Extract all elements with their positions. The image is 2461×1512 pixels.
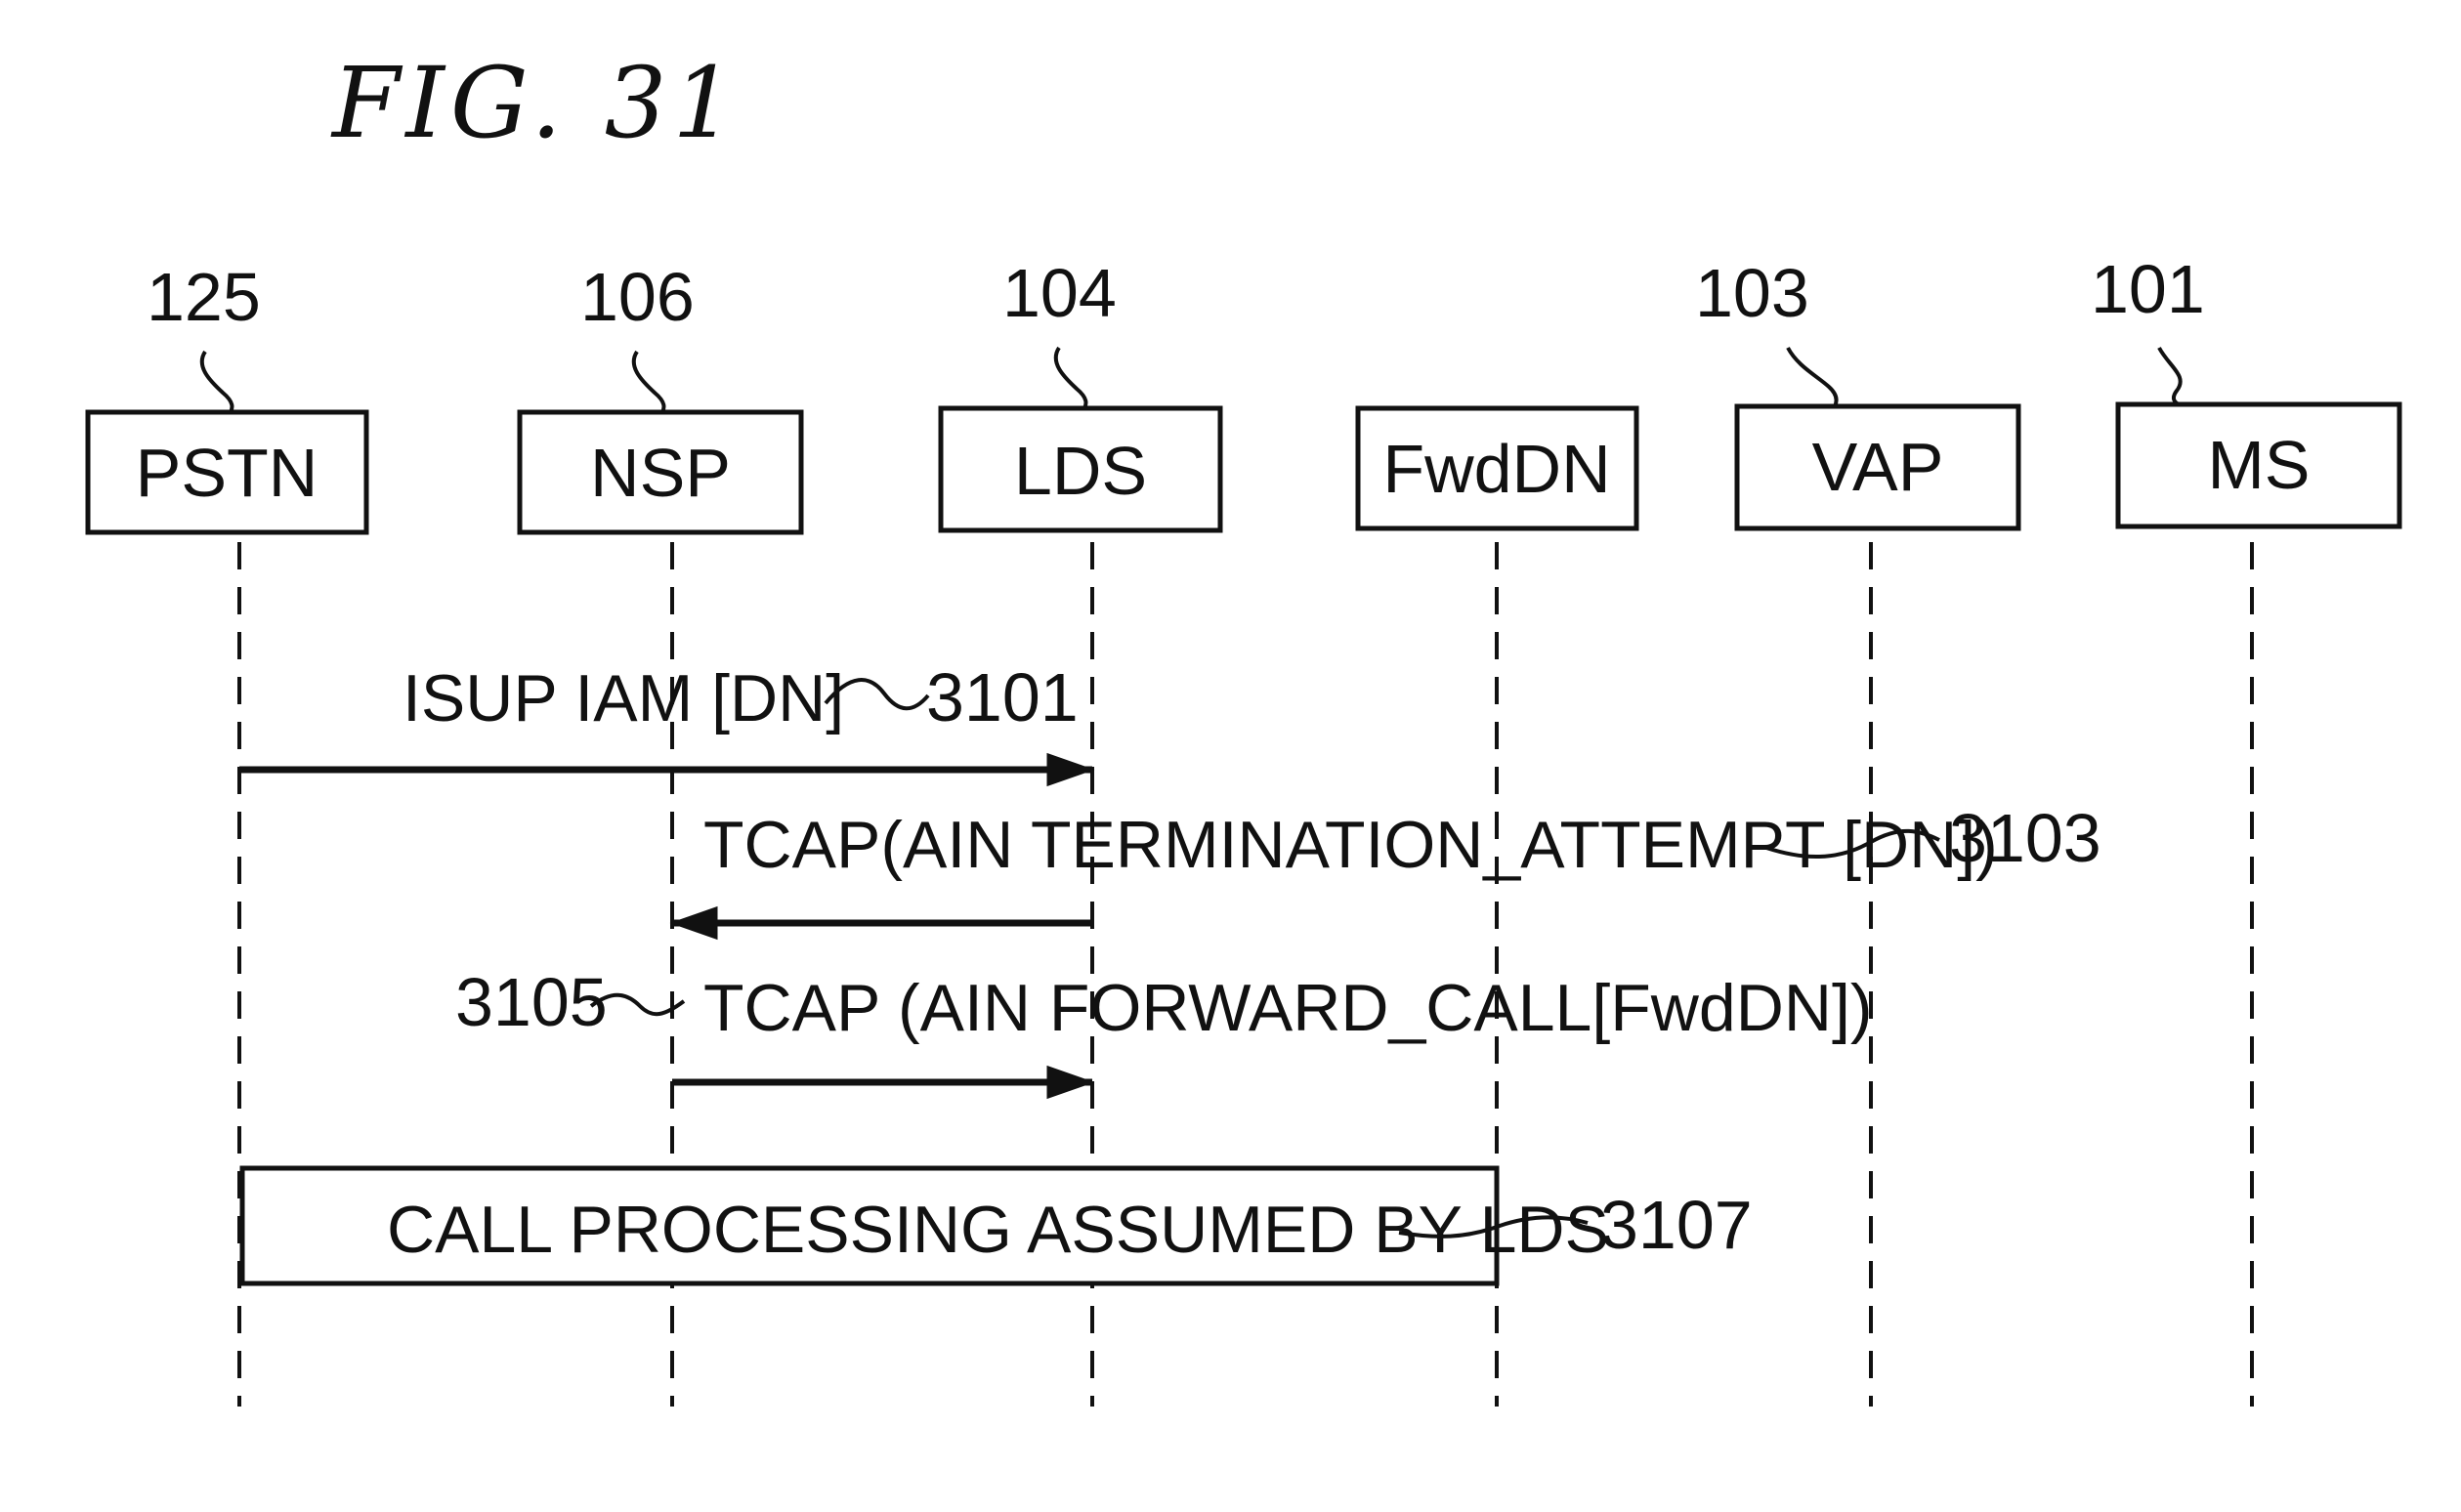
entity-label-lds: LDS [1014, 433, 1147, 509]
entity-ref-pstn: 125 [147, 259, 261, 335]
entity-label-pstn: PSTN [136, 435, 318, 511]
entity-leader-nsp [634, 352, 664, 412]
entity-ref-nsp: 106 [580, 259, 695, 335]
entity-leader-pstn [202, 352, 233, 412]
entity-leader-ms [2159, 348, 2181, 404]
process-box-text: CALL PROCESSING ASSUMED BY LDS [387, 1193, 1609, 1267]
entity-label-fwddn: FwdDN [1382, 431, 1610, 507]
entity-ref-vap: 103 [1695, 255, 1809, 331]
message-text-isup-iam: ISUP IAM [DN] [403, 661, 844, 735]
entity-ref-ms: 101 [2091, 251, 2205, 327]
entity-label-nsp: NSP [590, 435, 731, 511]
entity-ref-lds: 104 [1002, 255, 1117, 331]
figure-title: FIG. 31 [330, 46, 741, 160]
entity-leader-lds [1056, 348, 1086, 408]
message-ref-3103: 3103 [1949, 800, 2101, 876]
entity-label-ms: MS [2208, 427, 2311, 503]
message-text-forward-call: TCAP (AIN FORWARD_CALL[FwdDN]) [703, 971, 1872, 1045]
entity-leader-vap [1788, 348, 1837, 406]
message-ref-3101: 3101 [926, 659, 1079, 735]
process-box-ref: 3107 [1600, 1187, 1753, 1263]
message-text-termination-attempt: TCAP(AIN TERMINATION_ATTEMPT [DN]) [703, 808, 1998, 882]
entity-label-vap: VAP [1812, 429, 1944, 505]
message-ref-3105: 3105 [455, 964, 608, 1040]
